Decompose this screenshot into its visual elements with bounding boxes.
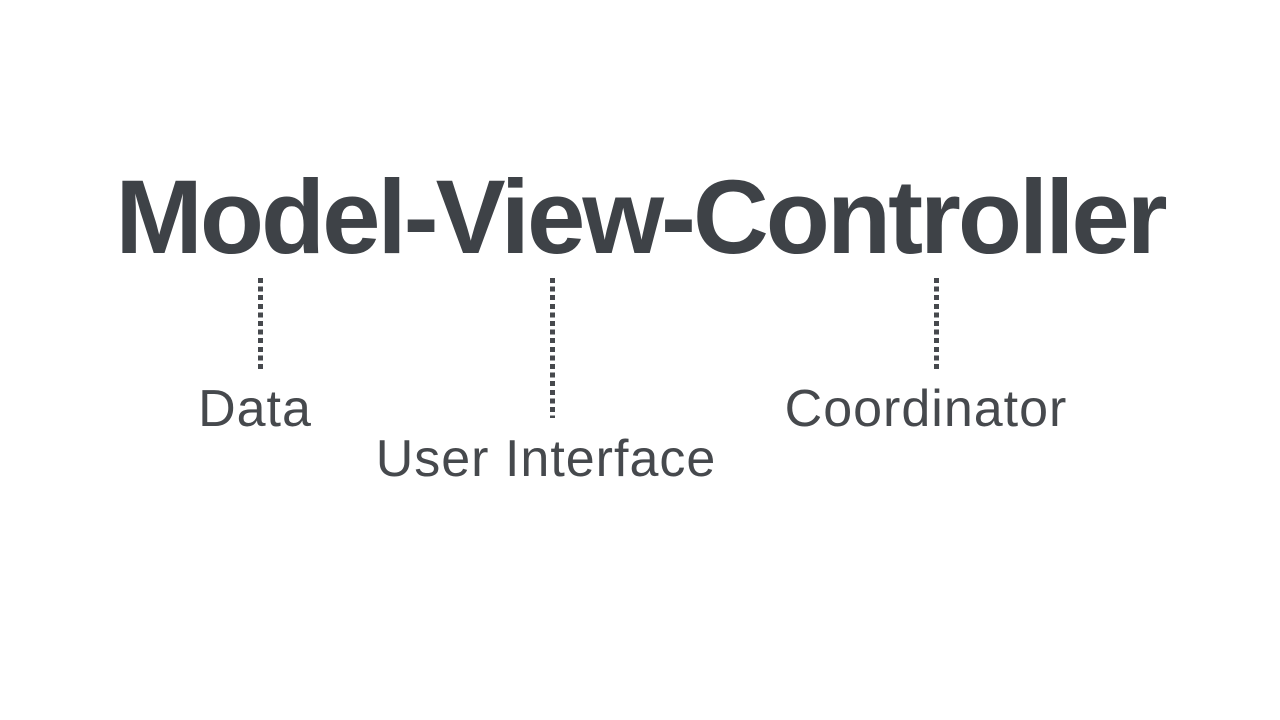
annotation-label-model: Data xyxy=(198,380,312,438)
diagram-title: Model-View-Controller xyxy=(115,159,1167,276)
dotted-connector-view-to-user-interface xyxy=(550,278,555,418)
dotted-connector-model-to-data xyxy=(258,278,263,370)
annotation-label-controller: Coordinator xyxy=(784,380,1068,438)
dotted-connector-controller-to-coordinator xyxy=(934,278,939,370)
annotation-label-view: User Interface xyxy=(375,430,717,488)
